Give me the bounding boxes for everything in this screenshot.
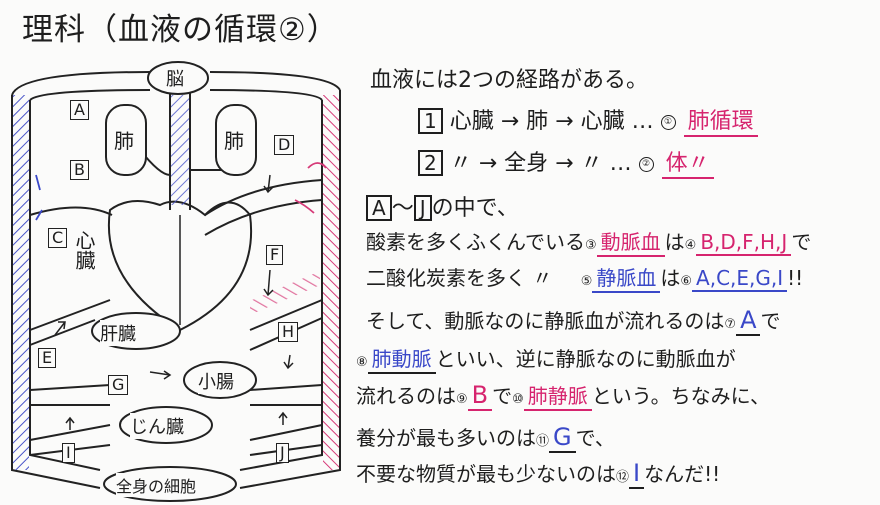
line12-text: 不要な物質が最も少ないのは bbox=[356, 462, 616, 486]
marker-4: ④ bbox=[684, 238, 697, 253]
organ-liver: 肝臓 bbox=[100, 320, 136, 346]
answer-8: 肺動脈 bbox=[367, 343, 436, 374]
route1-line: 1 心臓 → 肺 → 心臓 … ① 肺循環 bbox=[418, 103, 758, 137]
oxygen-text: 酸素を多くふくんでいる bbox=[366, 230, 585, 254]
vein-left-inner bbox=[29, 100, 101, 471]
line12-end: なんだ!! bbox=[644, 462, 721, 486]
vessel-label-i: I bbox=[62, 443, 75, 463]
vessel-label-j: J bbox=[276, 443, 289, 463]
organ-body-cells: 全身の細胞 bbox=[116, 473, 197, 497]
answer-2: 体〃 bbox=[661, 145, 714, 179]
marker-5: ⑤ bbox=[580, 274, 593, 289]
answer-12: I bbox=[629, 459, 645, 489]
co2-mid: は bbox=[660, 266, 681, 290]
answer-11: G bbox=[549, 423, 576, 453]
range-text: の中で、 bbox=[431, 196, 519, 221]
vessel-label-b: B bbox=[70, 160, 89, 180]
line7-end: で bbox=[760, 309, 781, 333]
oxygen-mid: は bbox=[664, 230, 685, 254]
route1-number: 1 bbox=[418, 108, 443, 134]
organ-lung-left: 肺 bbox=[114, 125, 134, 154]
page-title: 理科（血液の循環②） bbox=[22, 12, 339, 48]
route2-line: 2 〃 → 全身 → 〃 … ② 体〃 bbox=[418, 145, 714, 179]
artery-right-inner bbox=[239, 100, 323, 471]
marker-10: ⑩ bbox=[512, 392, 524, 407]
marker-8: ⑧ bbox=[356, 355, 368, 370]
answer-3: 動脈血 bbox=[596, 226, 665, 257]
route2-path: 〃 → 全身 → 〃 … bbox=[449, 151, 632, 176]
answer-6: A,C,E,G,I bbox=[692, 266, 788, 292]
answer-10: 肺静脈 bbox=[523, 380, 592, 411]
marker-1: ① bbox=[660, 114, 676, 130]
line9-end: という。ちなみに、 bbox=[591, 384, 770, 408]
answer-1: 肺循環 bbox=[683, 103, 758, 137]
organ-kidney: じん臓 bbox=[130, 413, 184, 439]
range-end: J bbox=[413, 195, 432, 221]
vessel-label-c: C bbox=[48, 228, 68, 248]
line11-text: 養分が最も多いのは bbox=[356, 426, 536, 450]
organ-heart: 心臓 bbox=[72, 230, 96, 270]
marker-2: ② bbox=[638, 156, 654, 172]
vessel-label-d: D bbox=[274, 135, 295, 155]
artery-right-hatch bbox=[323, 95, 339, 470]
answer-7: A bbox=[736, 306, 761, 336]
artery-right-outer bbox=[239, 90, 341, 489]
organ-small-intestine: 小腸 bbox=[198, 368, 234, 394]
line8-text: といい、逆に静脈なのに動脈血が bbox=[435, 347, 736, 371]
marker-11: ⑪ bbox=[536, 434, 550, 449]
route1-path: 心臓 → 肺 → 心臓 … bbox=[449, 109, 654, 134]
vessel-label-e: E bbox=[38, 348, 57, 368]
vein-left-outer bbox=[11, 95, 101, 489]
range-start: A bbox=[366, 195, 392, 221]
line7-text: そして、動脈なのに静脈血が流れるのは bbox=[366, 309, 725, 333]
vessel-label-h: H bbox=[278, 322, 299, 342]
co2-text: 二酸化炭素を多く 〃 bbox=[366, 266, 553, 290]
vessel-label-g: G bbox=[108, 375, 129, 395]
line9-text: 流れるのは bbox=[356, 384, 456, 408]
vessel-label-f: F bbox=[266, 245, 284, 265]
oxygen-end: で bbox=[791, 230, 812, 254]
intro-line: 血液には2つの経路がある。 bbox=[370, 68, 648, 93]
marker-3: ③ bbox=[585, 238, 597, 253]
line11-end: で、 bbox=[575, 426, 615, 450]
route2-number: 2 bbox=[418, 150, 443, 176]
marker-9: ⑨ bbox=[456, 392, 468, 407]
co2-end: !! bbox=[787, 266, 804, 290]
organ-lung-right: 肺 bbox=[224, 125, 244, 154]
marker-7: ⑦ bbox=[724, 317, 737, 332]
organ-brain: 脳 bbox=[166, 65, 184, 91]
marker-6: ⑥ bbox=[680, 274, 693, 289]
vein-left-hatch bbox=[13, 95, 29, 470]
answer-4: B,D,F,H,J bbox=[696, 230, 792, 256]
vessel-label-a: A bbox=[70, 100, 89, 120]
answer-5: 静脈血 bbox=[592, 262, 661, 293]
marker-12: ⑫ bbox=[616, 470, 630, 485]
flow-arrows bbox=[54, 174, 294, 430]
answer-9: B bbox=[467, 381, 493, 411]
line9-mid: で bbox=[492, 384, 513, 408]
